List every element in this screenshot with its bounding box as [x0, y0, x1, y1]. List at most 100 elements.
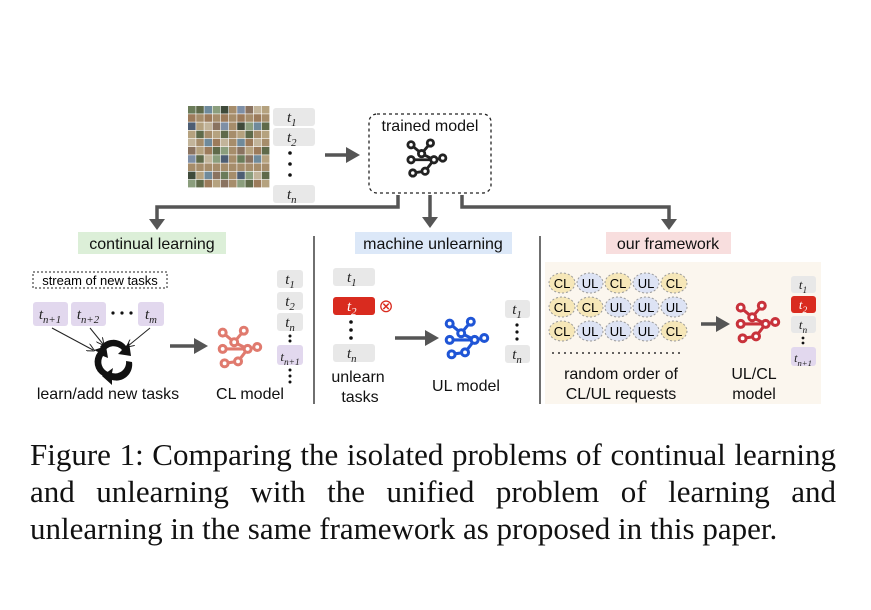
request-label: UL [582, 276, 599, 291]
thumbnail-image [253, 122, 262, 130]
thumbnail-image [237, 122, 245, 130]
thumbnail-image [245, 114, 253, 122]
thumbnail-image [237, 138, 245, 147]
request-bubble [632, 272, 660, 294]
thumbnail-image [212, 155, 221, 163]
task-box [333, 268, 375, 286]
task-label: t1 [287, 110, 297, 129]
ul-cl-model-label: UL/CL [731, 366, 776, 383]
thumbnail-image [245, 163, 253, 171]
thumbnail-image [212, 130, 221, 139]
removed-task-label: t2 [347, 299, 357, 318]
thumbnail-image [237, 155, 245, 163]
thumbnail-image [196, 130, 204, 139]
task-label: tn+1 [794, 351, 812, 368]
thumbnail-image [204, 171, 212, 180]
dot [660, 352, 662, 354]
trained-model-box [368, 113, 492, 194]
thumbnail-image [229, 138, 237, 147]
thumbnail-image [188, 163, 196, 171]
task-box [791, 316, 816, 333]
thumbnail-image [204, 130, 212, 139]
thumbnail-image [204, 138, 212, 147]
thumbnail-image [196, 171, 204, 180]
thumbnail-image [188, 155, 196, 163]
trained-model-label: trained model [382, 118, 479, 135]
stream-label: stream of new tasks [42, 273, 158, 288]
request-bubble [576, 320, 604, 342]
request-label: UL [666, 300, 683, 315]
vertical-ellipsis-icon [349, 320, 353, 340]
thumbnail-image [188, 147, 196, 155]
thumbnail-image [212, 122, 221, 130]
dot [642, 352, 644, 354]
thumbnail-image [204, 147, 212, 155]
dot [594, 352, 596, 354]
thumbnail-image [196, 106, 204, 114]
dot [606, 352, 608, 354]
thumbnail-image [253, 130, 262, 139]
thumbnail-image [229, 106, 237, 114]
task-label: t1 [512, 302, 522, 321]
thumbnail-image [204, 163, 212, 171]
stream-label-box [32, 271, 168, 289]
dot [630, 352, 632, 354]
thumbnail-image [220, 106, 229, 114]
thumbnail-image [253, 155, 262, 163]
thumbnail-image [196, 163, 204, 171]
ul-model-icon [444, 316, 490, 360]
thumbnail-image [237, 106, 245, 114]
thumbnail-image [237, 130, 245, 139]
dot [552, 352, 554, 354]
task-box [273, 185, 315, 203]
top-task-list: t1 t2 tn [273, 108, 315, 206]
task-box [505, 300, 530, 318]
task-box [273, 108, 315, 126]
thumbnail-image [220, 122, 229, 130]
thumbnail-image [229, 171, 237, 180]
dot [600, 352, 602, 354]
cl-task-list: t1 t2 tn tn+1 [277, 270, 303, 384]
framework-header: our framework [617, 236, 720, 253]
request-label: CL [554, 276, 571, 291]
task-label: tn [512, 347, 522, 366]
arrow-right-icon [701, 316, 730, 332]
vertical-ellipsis-icon [288, 334, 292, 343]
thumbnail-image [212, 171, 221, 180]
ul-model-label: UL model [432, 378, 500, 395]
arrow-right-icon [170, 338, 208, 354]
dot [582, 352, 584, 354]
thumbnail-image [204, 106, 212, 114]
task-label: tn+1 [280, 349, 299, 368]
thumbnail-image [261, 130, 270, 139]
removed-task-box [333, 297, 375, 315]
vertical-ellipsis-icon [288, 368, 292, 384]
task-box [333, 344, 375, 362]
dot [636, 352, 638, 354]
thumbnail-image [245, 106, 253, 114]
request-bubble [660, 320, 688, 342]
horizontal-ellipsis-icon [111, 311, 133, 315]
ul-task-list: t1 t2 ⊗ tn [333, 268, 394, 365]
task-label: t2 [799, 297, 808, 316]
task-label: tn [287, 187, 297, 206]
thumbnail-image [212, 106, 221, 114]
task-box [505, 345, 530, 363]
thumbnail-image [212, 138, 221, 147]
task-box [277, 313, 303, 331]
thumbnail-image [237, 114, 245, 122]
thumbnail-image [245, 138, 253, 147]
grid-label: random order of [564, 366, 678, 383]
horizontal-ellipsis-icon [552, 352, 680, 354]
vertical-ellipsis-icon [288, 151, 292, 177]
task-label: tn [285, 315, 295, 334]
arrow-right-icon [395, 330, 439, 346]
request-bubble [632, 296, 660, 318]
thumbnail-image [261, 155, 270, 163]
dot [612, 352, 614, 354]
request-bubble [548, 296, 576, 318]
stream-task-list: tn+1 tn+2 tm [33, 302, 164, 326]
cycle-icon [94, 339, 133, 385]
thumbnail-image [261, 147, 270, 155]
figure-diagram: t1 t2 tn trained model continual learnin… [32, 106, 821, 406]
